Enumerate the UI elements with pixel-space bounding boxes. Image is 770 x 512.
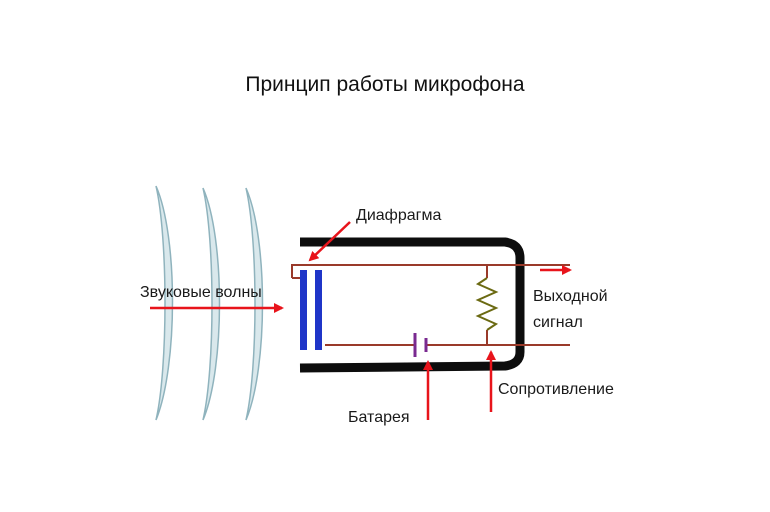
sound-waves: [155, 185, 264, 421]
diaphragm-plate: [300, 270, 307, 350]
battery-icon: [413, 333, 428, 357]
sound-wave-2: [202, 187, 221, 421]
label-diaphragm: Диафрагма: [356, 207, 441, 224]
diagram-title: Принцип работы микрофона: [245, 73, 525, 96]
sound-wave-1: [155, 185, 174, 421]
diaphragm-arrow: [308, 221, 351, 262]
label-sound-waves: Звуковые волны: [140, 284, 262, 301]
annotation-arrows: [150, 221, 572, 420]
microphone-housing: [299, 237, 525, 373]
circuit-wires: [291, 264, 570, 346]
label-resistance: Сопротивление: [498, 381, 614, 398]
sound-wave-3: [245, 187, 264, 421]
electrode-plate: [315, 270, 322, 350]
resistor-icon: [475, 277, 499, 331]
label-output-line2: сигнал: [533, 314, 583, 331]
label-battery: Батарея: [348, 409, 410, 426]
label-output-line1: Выходной: [533, 288, 608, 305]
